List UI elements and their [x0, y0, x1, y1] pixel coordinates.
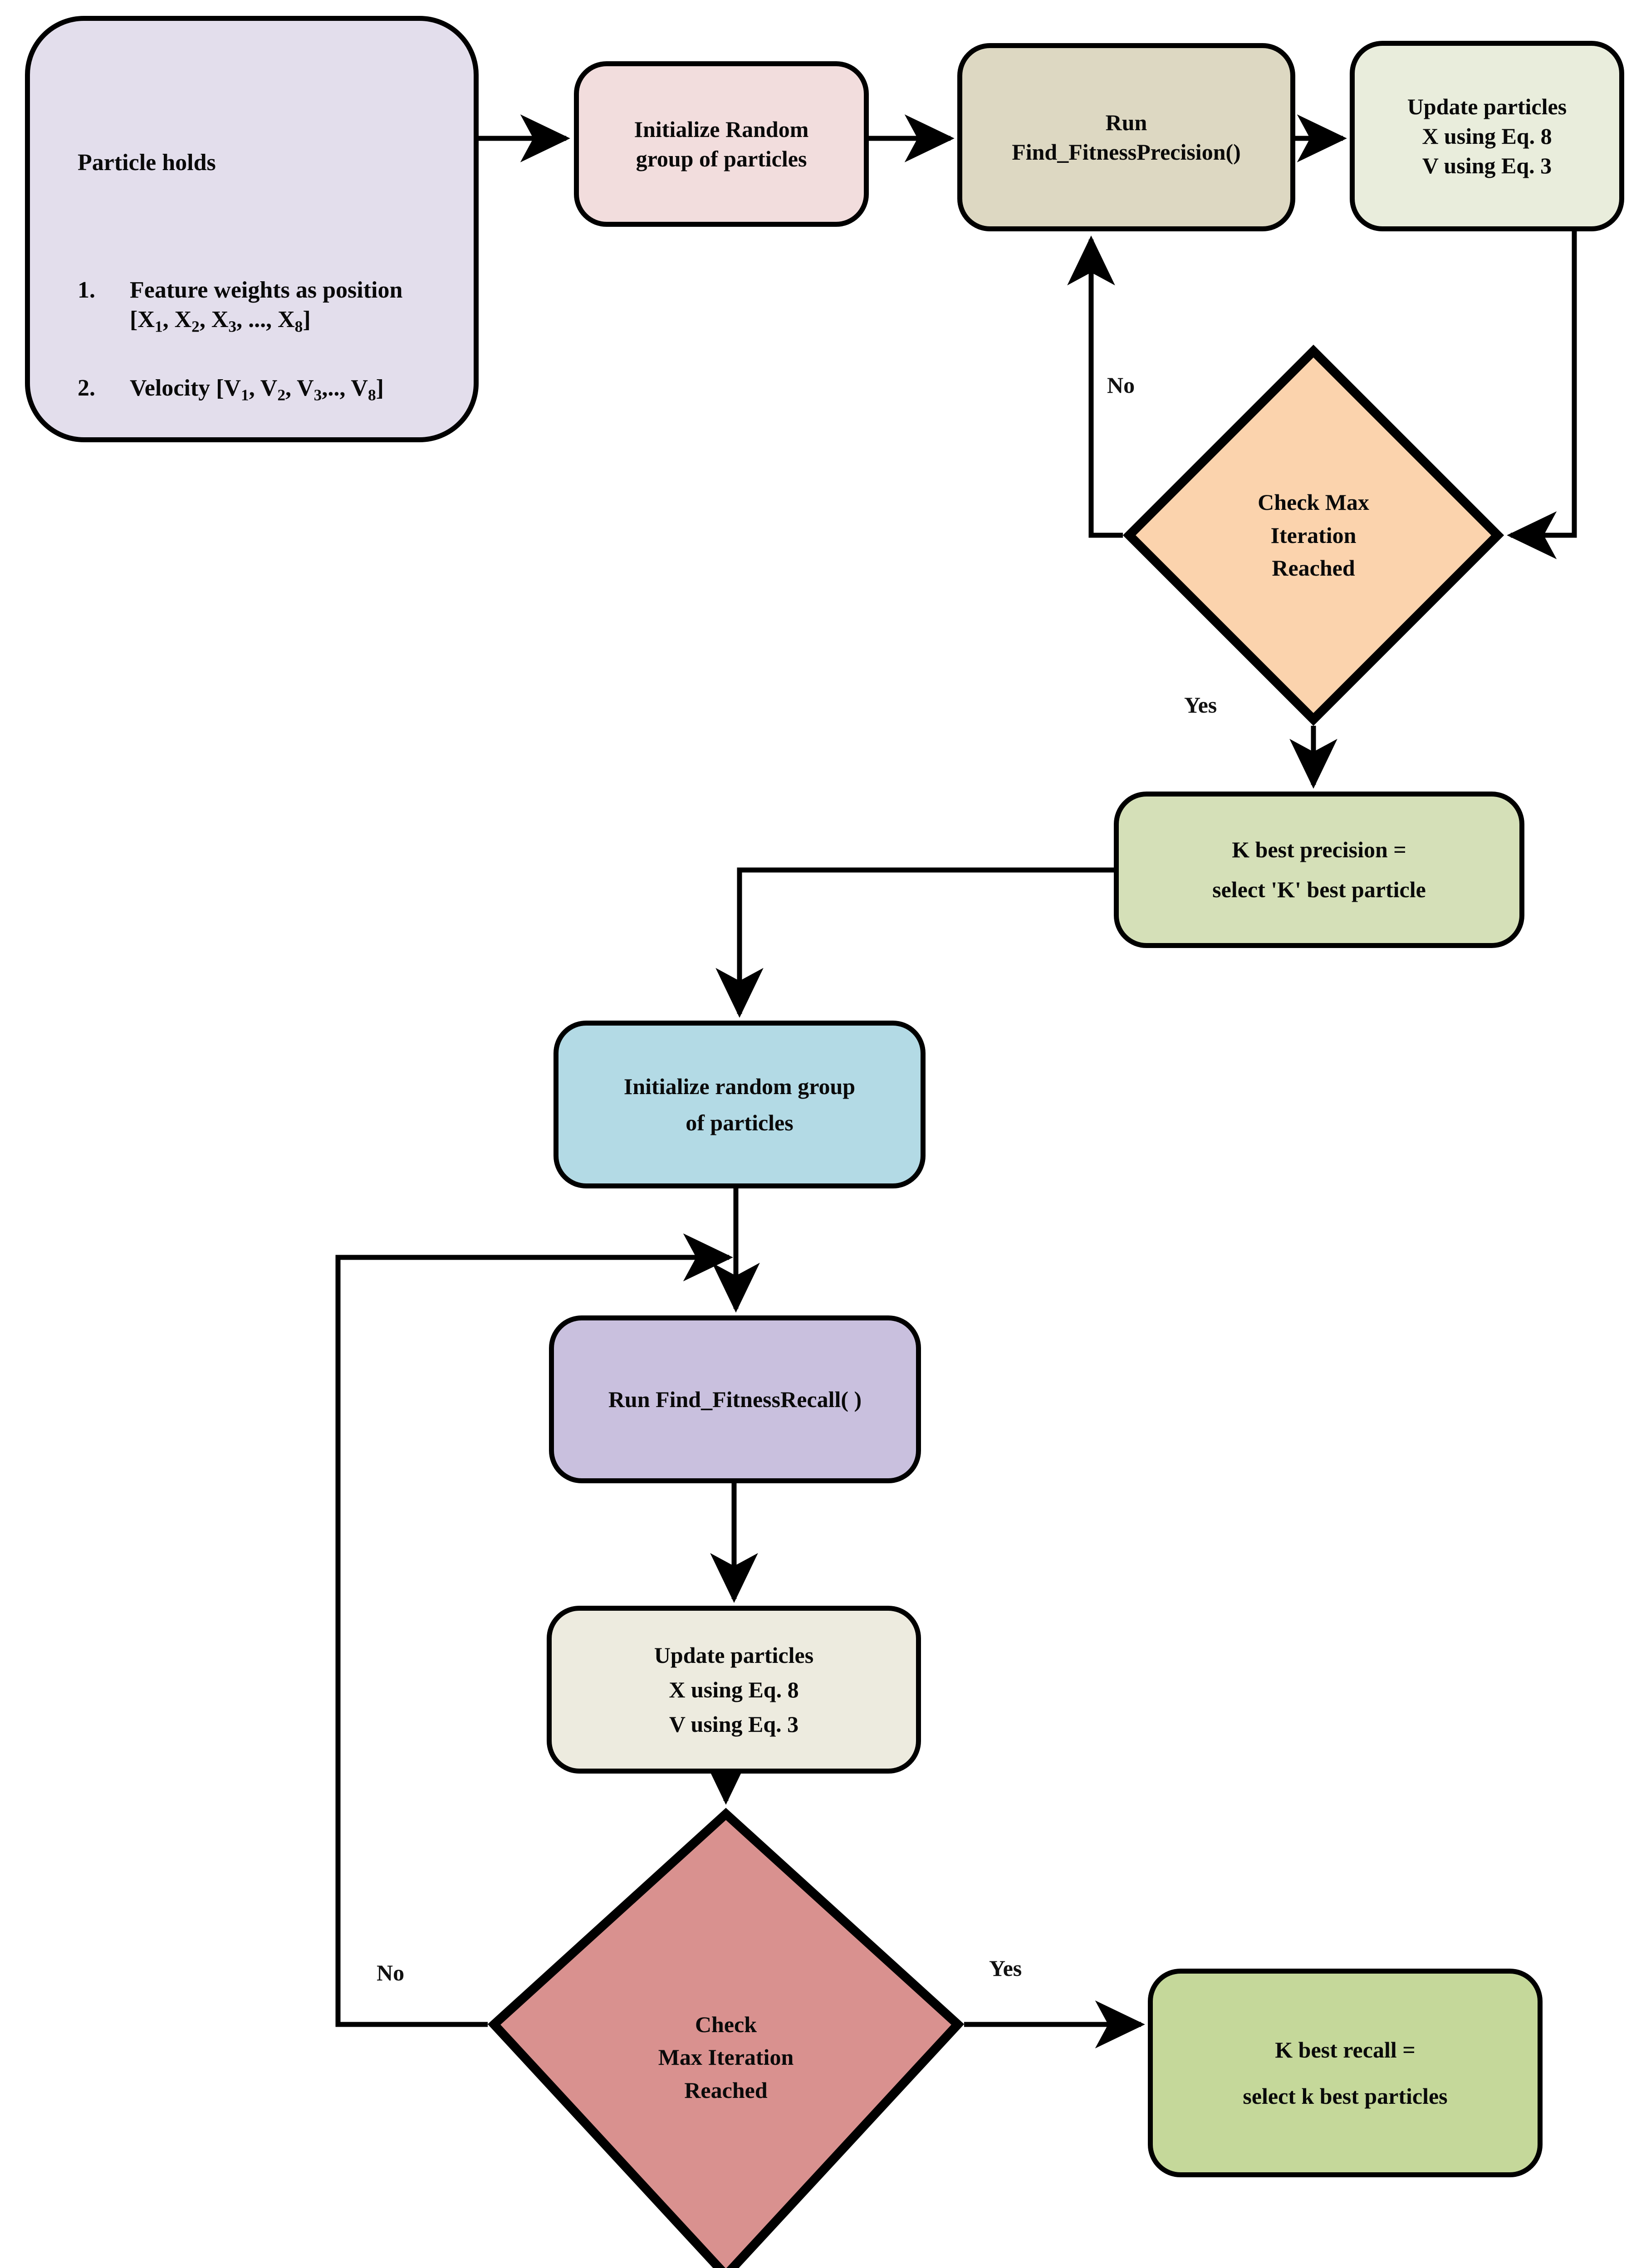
list-item: 1. Feature weights as position[X1, X2, X… [78, 275, 402, 337]
list-item-text: Velocity [V1, V2, V3,.., V8] [130, 375, 384, 404]
node-run-find-fitnessprecision[interactable]: Run Find_FitnessPrecision() [957, 43, 1295, 231]
list-item-number: 2. [78, 375, 95, 401]
list-item-text: Feature weights as position[X1, X2, X3, … [130, 277, 403, 336]
diamond-label-top: Check Max Iteration Reached [1258, 489, 1369, 581]
edge-label-yes-bottom: Yes [989, 1955, 1022, 1981]
edge-updateparticles-to-diamond [1507, 231, 1577, 559]
particle-holds-list: 1. Feature weights as position[X1, X2, X… [78, 246, 402, 442]
edge-label-no-top: No [1107, 372, 1135, 398]
list-item: 2. Velocity [V1, V2, V3,.., V8] [78, 373, 402, 405]
diamond-label-bottom: Check Max Iteration Reached [658, 2011, 794, 2103]
edge-label-yes-top: Yes [1184, 692, 1217, 718]
edge-diamond-no-to-fitnessprecision [1067, 235, 1123, 538]
node-update-particles-top[interactable]: Update particles X using Eq. 8 V using E… [1350, 41, 1624, 231]
node-initialize-random-group-bottom[interactable]: Initialize random group of particles [554, 1021, 926, 1188]
node-check-max-iteration-reached-top[interactable]: Check Max Iteration Reached [1123, 345, 1504, 726]
edge-kbestprecision-to-initrandombottom [715, 867, 1114, 1018]
edge-bottomdiamond-no-feedback [335, 1233, 733, 2027]
node-check-max-iteration-reached-bottom[interactable]: Check Max Iteration Reached [488, 1808, 964, 2268]
list-item-number: 1. [78, 277, 95, 303]
node-update-particles-bottom[interactable]: Update particles X using Eq. 8 V using E… [547, 1606, 921, 1774]
edge-label-no-bottom: No [377, 1960, 405, 1985]
node-particle-holds[interactable]: Particle holds 1. Feature weights as pos… [25, 16, 479, 442]
node-initialize-random-group-top[interactable]: Initialize Random group of particles [574, 61, 869, 227]
node-run-find-fitnessrecall[interactable]: Run Find_FitnessRecall( ) [549, 1315, 921, 1483]
node-k-best-precision[interactable]: K best precision = select 'K' best parti… [1114, 792, 1524, 948]
particle-holds-title: Particle holds [78, 150, 216, 176]
node-k-best-recall[interactable]: K best recall = select k best particles [1148, 1969, 1543, 2177]
